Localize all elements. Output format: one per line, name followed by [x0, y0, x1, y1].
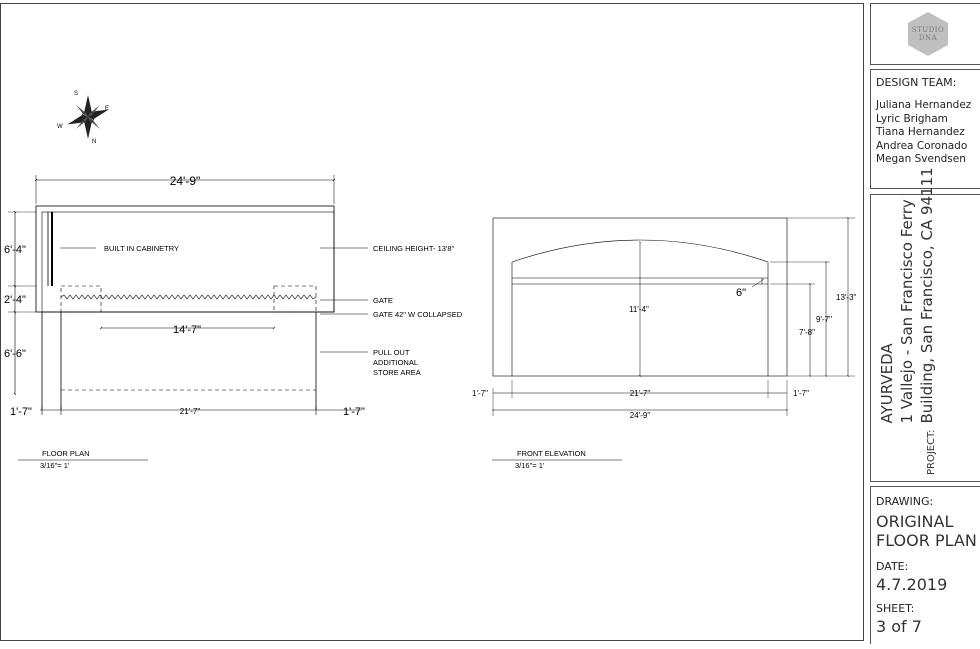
note-gate-collapsed: GATE 42" W COLLAPSED [373, 310, 463, 319]
front-elevation-scale: 3/16"= 1' [515, 461, 545, 470]
team-member: Andrea Coronado [876, 139, 968, 152]
team-member: Juliana Hernandez [876, 99, 972, 111]
title-block-design-team: DESIGN TEAM: Juliana Hernandez Lyric Bri… [870, 69, 980, 189]
title-block-drawing: DRAWING: ORIGINAL FLOOR PLAN DATE: 4.7.2… [870, 486, 980, 644]
dim-bottom-right: 1'-7" [343, 406, 365, 418]
drawing-title-line1: ORIGINAL [876, 512, 954, 531]
note-cabinetry: BUILT IN CABINETRY [104, 244, 179, 253]
dim-left-mid: 2'-4" [4, 294, 26, 306]
sheet-number: 3 of 7 [876, 617, 922, 636]
logo-text-top: STUDIO [911, 26, 945, 34]
drawing-label: DRAWING: [876, 495, 934, 508]
title-block-logo: STUDIO DNA [870, 3, 980, 65]
elev-dim-overall: 24'-9" [630, 411, 651, 420]
team-member: Megan Svendsen [876, 153, 966, 165]
floor-plan [8, 175, 368, 461]
studio-logo: STUDIO DNA [908, 12, 948, 56]
elev-arch-dim: 6" [736, 287, 746, 299]
elev-dim-left: 1'-7" [472, 389, 488, 398]
drawing-date: 4.7.2019 [876, 575, 948, 594]
design-team-list: Juliana Hernandez Lyric Brigham Tiana He… [876, 99, 980, 167]
front-elevation-title: FRONT ELEVATION [517, 449, 586, 458]
note-pullout-line1: PULL OUT [373, 348, 410, 357]
compass-s-label: S [74, 91, 78, 97]
front-elevation-labels: 11'-4" 6" 7'-8" 9'-7" 13'-3" 1'-7" 21'-7… [472, 287, 857, 470]
project-label: PROJECT: [926, 429, 937, 475]
dim-gate-span: 14'-7" [173, 324, 201, 336]
sheet-label: SHEET: [876, 602, 915, 615]
elev-mid-height: 9'-7" [816, 315, 832, 324]
logo-text-bottom: DNA [918, 34, 938, 42]
dim-left-top: 6'-4" [4, 244, 26, 256]
project-info-rotated: PROJECT: AYURVEDA 1 Vallejo - San Franci… [877, 167, 937, 475]
elev-inner-height: 7'-8" [799, 328, 815, 337]
team-member: Lyric Brigham [876, 112, 948, 125]
project-address-line1: 1 Vallejo - San Francisco Ferry [898, 199, 916, 424]
elev-dim-right: 1'-7" [793, 389, 809, 398]
team-member: Tiana Hernandez [876, 126, 965, 138]
elev-center-height: 11'-4" [629, 305, 649, 314]
note-gate: GATE [373, 296, 393, 305]
floor-plan-scale: 3/16"= 1' [40, 461, 70, 470]
elev-dim-mid: 21'-7" [630, 389, 651, 398]
note-pullout-line3: STORE AREA [373, 368, 421, 377]
dim-left-low: 6'-6" [4, 348, 26, 360]
project-address-line2: Building, San Francisco, CA 94111 [918, 167, 936, 424]
dim-overall-width: 24'-9" [170, 174, 201, 188]
compass-icon: S E W N [57, 91, 109, 145]
front-elevation [491, 216, 855, 461]
project-text: AYURVEDA 1 Vallejo - San Francisco Ferry… [877, 167, 937, 423]
elev-total-height: 13'-3" [836, 293, 857, 302]
compass-e-label: E [105, 106, 109, 112]
floor-plan-title: FLOOR PLAN [42, 449, 90, 458]
note-ceiling-height: CEILING HEIGHT- 13'8" [373, 244, 455, 253]
dim-bottom-mid: 21'-7" [180, 407, 201, 416]
date-label: DATE: [876, 560, 909, 573]
project-name: AYURVEDA [878, 343, 896, 424]
gate-zigzag [60, 294, 317, 300]
compass-w-label: W [57, 124, 63, 130]
compass-n-label: N [92, 139, 96, 145]
sheet-border [0, 3, 864, 641]
dim-bottom-left: 1'-7" [10, 406, 32, 418]
design-team-label: DESIGN TEAM: [876, 76, 957, 89]
floor-plan-labels: 24'-9" 6'-4" 2'-4" 6'-6" 14'-7" 1'-7" 21… [4, 174, 463, 470]
title-block-project: PROJECT: AYURVEDA 1 Vallejo - San Franci… [870, 167, 980, 482]
note-pullout-line2: ADDITIONAL [373, 358, 418, 367]
drawing-title-line2: FLOOR PLAN [876, 531, 977, 550]
